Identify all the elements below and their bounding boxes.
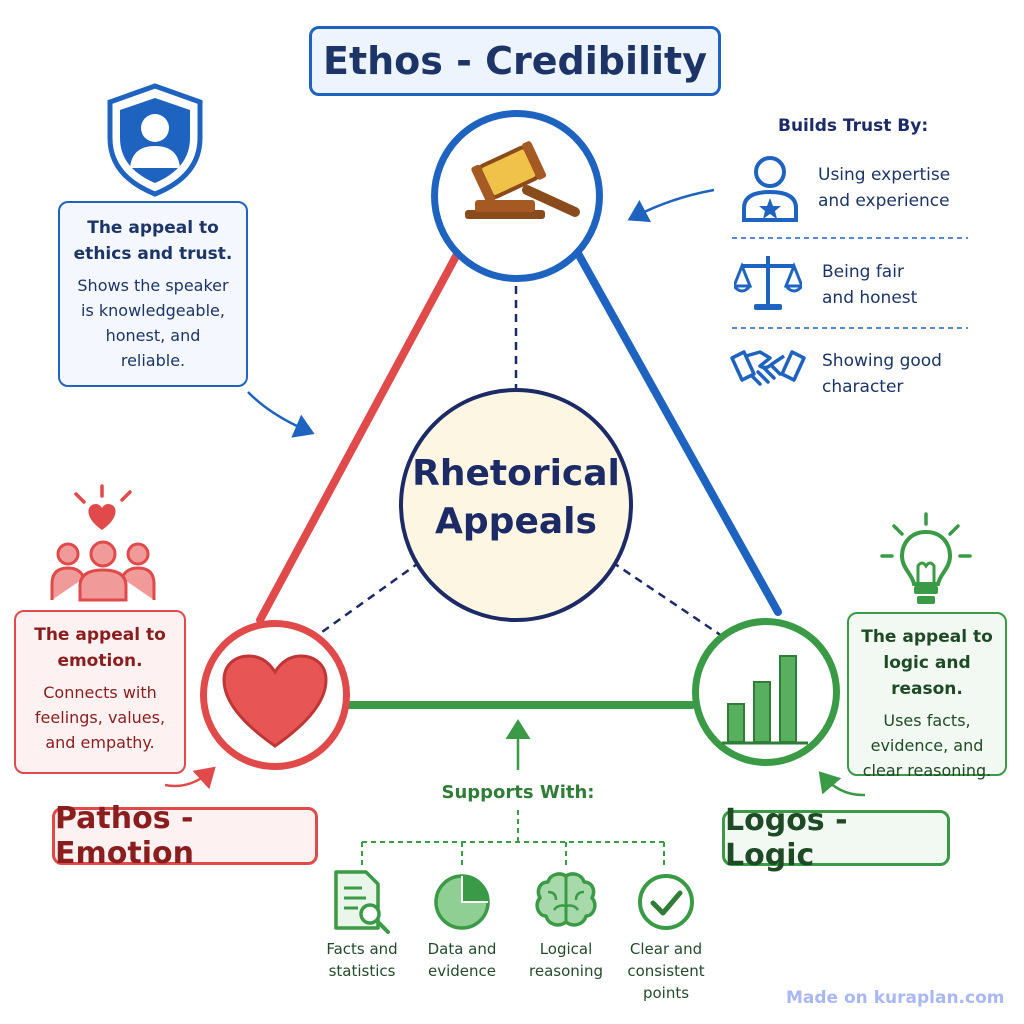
expert-user-icon bbox=[742, 156, 798, 222]
trust-item-fairness: Being fair and honest bbox=[822, 262, 918, 308]
pathos-body-line: and empathy. bbox=[45, 733, 155, 752]
people-heart-icon bbox=[50, 484, 156, 602]
trust-item-expertise: Using expertise and experience bbox=[818, 165, 951, 211]
ethos-body-line: reliable. bbox=[120, 351, 186, 370]
pathos-title: Pathos - Emotion bbox=[52, 801, 318, 871]
support-item-consistent: Clear and consistent points bbox=[627, 940, 705, 1002]
logos-body-line: clear reasoning. bbox=[862, 761, 992, 780]
brain-icon bbox=[535, 872, 597, 927]
ethos-description-box: The appeal to ethics and trust. Shows th… bbox=[58, 201, 248, 387]
supports-tree bbox=[361, 810, 665, 868]
logos-title: Logos - Logic bbox=[722, 803, 950, 873]
logos-body-line: evidence, and bbox=[870, 736, 984, 755]
pathos-body-line: Connects with bbox=[43, 683, 157, 702]
watermark: Made on kuraplan.com bbox=[786, 988, 1005, 1008]
pathos-head-line: emotion. bbox=[57, 651, 143, 671]
checkmark-circle-icon bbox=[638, 874, 694, 930]
center-logos-link bbox=[611, 560, 723, 638]
scales-icon bbox=[734, 256, 802, 310]
ethos-logos-edge bbox=[571, 244, 782, 616]
trust-list-arrow bbox=[627, 188, 715, 223]
lightbulb-icon bbox=[880, 512, 972, 604]
logos-box-arrow bbox=[818, 771, 866, 797]
support-item-facts: Facts and statistics bbox=[326, 940, 398, 980]
supports-heading: Supports With: bbox=[441, 782, 595, 803]
document-magnifier-icon bbox=[334, 870, 390, 934]
handshake-icon bbox=[730, 350, 806, 386]
logos-head-line: The appeal to bbox=[861, 627, 993, 647]
ethos-body-line: Shows the speaker bbox=[77, 276, 229, 295]
ethos-node bbox=[431, 110, 603, 282]
heart-icon bbox=[222, 654, 328, 748]
trust-item-character: Showing good character bbox=[822, 351, 942, 397]
ethos-body-line: is knowledgeable, bbox=[81, 301, 225, 320]
ethos-body-line: honest, and bbox=[105, 326, 201, 345]
support-item-reasoning: Logical reasoning bbox=[529, 940, 603, 980]
pathos-box-arrow bbox=[164, 766, 216, 790]
center-node bbox=[399, 388, 633, 622]
ethos-head-line: ethics and trust. bbox=[73, 244, 233, 264]
ethos-box-arrow bbox=[247, 391, 315, 438]
ethos-title: Ethos - Credibility bbox=[309, 26, 721, 96]
gavel-icon bbox=[465, 141, 580, 219]
logos-head-line: logic and reason. bbox=[883, 653, 971, 699]
ethos-head-line: The appeal to bbox=[87, 218, 219, 238]
shield-user-icon bbox=[107, 83, 203, 197]
pie-chart-icon bbox=[434, 874, 490, 930]
pathos-description-box: The appeal to emotion. Connects with fee… bbox=[14, 610, 186, 774]
trust-heading: Builds Trust By: bbox=[778, 116, 929, 136]
support-item-data: Data and evidence bbox=[427, 940, 497, 980]
pathos-head-line: The appeal to bbox=[34, 625, 166, 645]
pathos-body-line: feelings, values, bbox=[34, 708, 166, 727]
center-pathos-link bbox=[321, 560, 421, 634]
logos-description-box: The appeal to logic and reason. Uses fac… bbox=[847, 612, 1007, 780]
ethos-pathos-edge bbox=[256, 241, 466, 624]
center-title: Rhetorical Appeals bbox=[412, 453, 620, 542]
logos-body-line: Uses facts, bbox=[883, 711, 971, 730]
bar-chart-icon bbox=[722, 655, 808, 745]
